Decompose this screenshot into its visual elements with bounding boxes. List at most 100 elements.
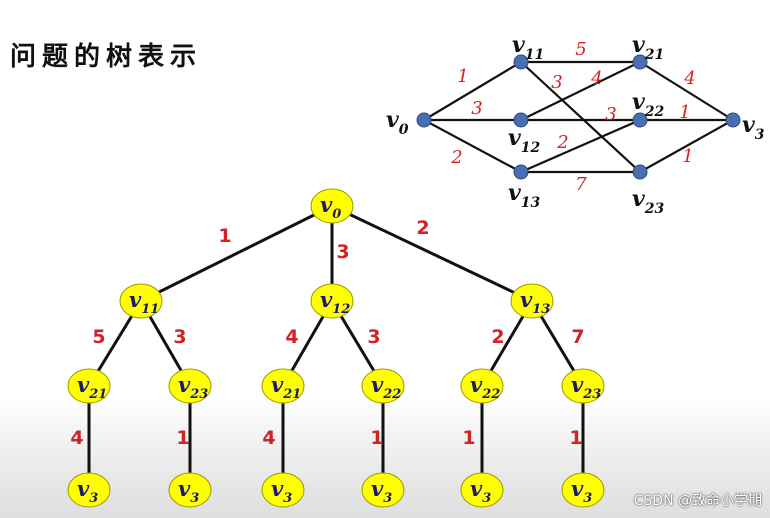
graph-node-label-v3-base: v <box>742 112 755 138</box>
tree-node-label-t15-base: v <box>571 476 584 501</box>
graph-weight-v12-v22: 3 <box>605 104 616 125</box>
tree-node-t3 <box>510 283 554 319</box>
tree-node-label-t11: v3 <box>178 476 199 506</box>
tree-node-t1 <box>119 283 163 319</box>
graph-node-v0 <box>416 112 432 128</box>
graph-node-label-v0-base: v <box>386 107 399 133</box>
tree-weight-t2-t6: 4 <box>285 326 298 348</box>
tree-node-label-t5-base: v <box>178 372 191 397</box>
tree-node-label-t3-sub: 13 <box>532 302 550 317</box>
tree-node-label-t12-base: v <box>271 476 284 501</box>
graph-node-label-v3-sub: 3 <box>755 127 765 143</box>
tree-node-label-t1: v11 <box>129 287 159 317</box>
tree-node-t12 <box>261 472 305 508</box>
tree-node-label-t6-base: v <box>271 372 284 397</box>
tree-node-label-t14: v3 <box>470 476 491 506</box>
graph-node-label-v22: v22 <box>632 89 665 120</box>
tree-node-label-t0-sub: 0 <box>332 207 341 222</box>
tree-node-t11 <box>168 472 212 508</box>
tree-node-label-t11-sub: 3 <box>190 491 199 506</box>
tree-node-t6 <box>261 368 305 404</box>
tree-node-label-t7: v22 <box>371 372 401 402</box>
graph-edge-v13-v22 <box>520 118 641 174</box>
tree-node-label-t5: v23 <box>178 372 208 402</box>
tree-weight-t6-t12: 4 <box>262 427 275 449</box>
tree-weight-t1-t4: 5 <box>92 326 105 348</box>
tree-node-label-t15: v3 <box>571 476 592 506</box>
graph-weight-v21-v3: 4 <box>683 68 695 89</box>
graph-edge-v0-v11 <box>423 61 522 121</box>
tree-node-t13 <box>361 472 405 508</box>
tree-weight-t0-t2: 3 <box>336 241 349 263</box>
graph-node-v22 <box>632 112 648 128</box>
graph-edge-v21-v3 <box>639 61 734 121</box>
tree-node-label-t7-sub: 22 <box>382 387 401 402</box>
graph-weight-v12-v21: 4 <box>590 68 602 89</box>
tree-node-label-t15-sub: 3 <box>583 491 592 506</box>
tree-node-label-t1-base: v <box>129 287 142 312</box>
tree-node-t4 <box>67 368 111 404</box>
tree-node-label-t4-sub: 21 <box>88 387 107 402</box>
tree-node-label-t9-sub: 23 <box>582 387 601 402</box>
tree-node-label-t0: v0 <box>320 192 341 222</box>
tree-weight-t0-t1: 1 <box>218 225 231 247</box>
graph-node-label-v3: v3 <box>742 112 765 143</box>
graph-node-label-v11: v11 <box>512 32 544 63</box>
graph-node-label-v23-base: v <box>632 186 645 212</box>
tree-node-label-t13-sub: 3 <box>383 491 392 506</box>
tree-weight-t2-t7: 3 <box>367 326 380 348</box>
tree-node-t15 <box>561 472 605 508</box>
graph-weight-v0-v12: 3 <box>471 98 482 119</box>
graph-weight-v22-v3: 1 <box>679 102 690 123</box>
tree-edge-t0-t1 <box>140 204 333 303</box>
tree-node-label-t10: v3 <box>77 476 98 506</box>
tree-node-label-t9-base: v <box>571 372 584 397</box>
tree-weight-t4-t10: 4 <box>70 427 83 449</box>
graph-edge-v11-v23 <box>520 61 641 173</box>
graph-edge-v0-v13 <box>423 119 522 173</box>
tree-node-t10 <box>67 472 111 508</box>
graph-node-label-v13-base: v <box>508 180 521 206</box>
tree-node-label-t2: v12 <box>320 287 350 317</box>
watermark: CSDN @致命小学期 <box>633 493 762 509</box>
tree-node-t5 <box>168 368 212 404</box>
graph-node-label-v11-base: v <box>512 32 525 58</box>
tree-node-label-t3-base: v <box>520 287 533 312</box>
tree-node-label-t8-sub: 22 <box>481 387 500 402</box>
graph-node-label-v21-base: v <box>632 32 645 58</box>
graph-weight-v0-v11: 1 <box>457 66 468 87</box>
graph-node-v13 <box>513 164 529 180</box>
graph-node-label-v13: v13 <box>508 180 541 211</box>
tree-weight-t7-t13: 1 <box>370 427 383 449</box>
tree-weight-t0-t3: 2 <box>416 217 429 239</box>
graph-node-label-v21-sub: 21 <box>644 47 664 63</box>
tree-node-label-t12: v3 <box>271 476 292 506</box>
tree-node-label-t2-base: v <box>320 287 333 312</box>
tree-node-label-t3: v13 <box>520 287 550 317</box>
tree-node-label-t4-base: v <box>77 372 90 397</box>
tree-node-label-t2-sub: 12 <box>332 302 350 317</box>
graph-node-label-v13-sub: 13 <box>521 195 541 211</box>
tree-node-label-t10-sub: 3 <box>89 491 98 506</box>
tree-edge-t0-t3 <box>331 204 533 303</box>
graph-weight-v11-v23: 3 <box>551 72 562 93</box>
graph-node-label-v0: v0 <box>386 107 409 138</box>
graph-node-v12 <box>513 112 529 128</box>
tree-node-label-t8-base: v <box>470 372 483 397</box>
graph-node-label-v12-base: v <box>508 125 521 151</box>
graph-node-v3 <box>725 112 741 128</box>
graph-node-label-v23-sub: 23 <box>644 201 665 217</box>
graph-node-label-v0-sub: 0 <box>399 122 409 138</box>
graph-node-label-v11-sub: 11 <box>525 47 544 63</box>
graph-node-label-v21: v21 <box>632 32 664 63</box>
tree-node-t7 <box>361 368 405 404</box>
tree-weight-t1-t5: 3 <box>173 326 186 348</box>
tree-node-t14 <box>460 472 504 508</box>
graph-weight-v11-v21: 5 <box>575 39 586 60</box>
tree-weight-t3-t8: 2 <box>491 326 504 348</box>
tree-node-label-t6: v21 <box>271 372 301 402</box>
tree-node-t0 <box>310 188 354 224</box>
tree-node-label-t11-base: v <box>178 476 191 501</box>
